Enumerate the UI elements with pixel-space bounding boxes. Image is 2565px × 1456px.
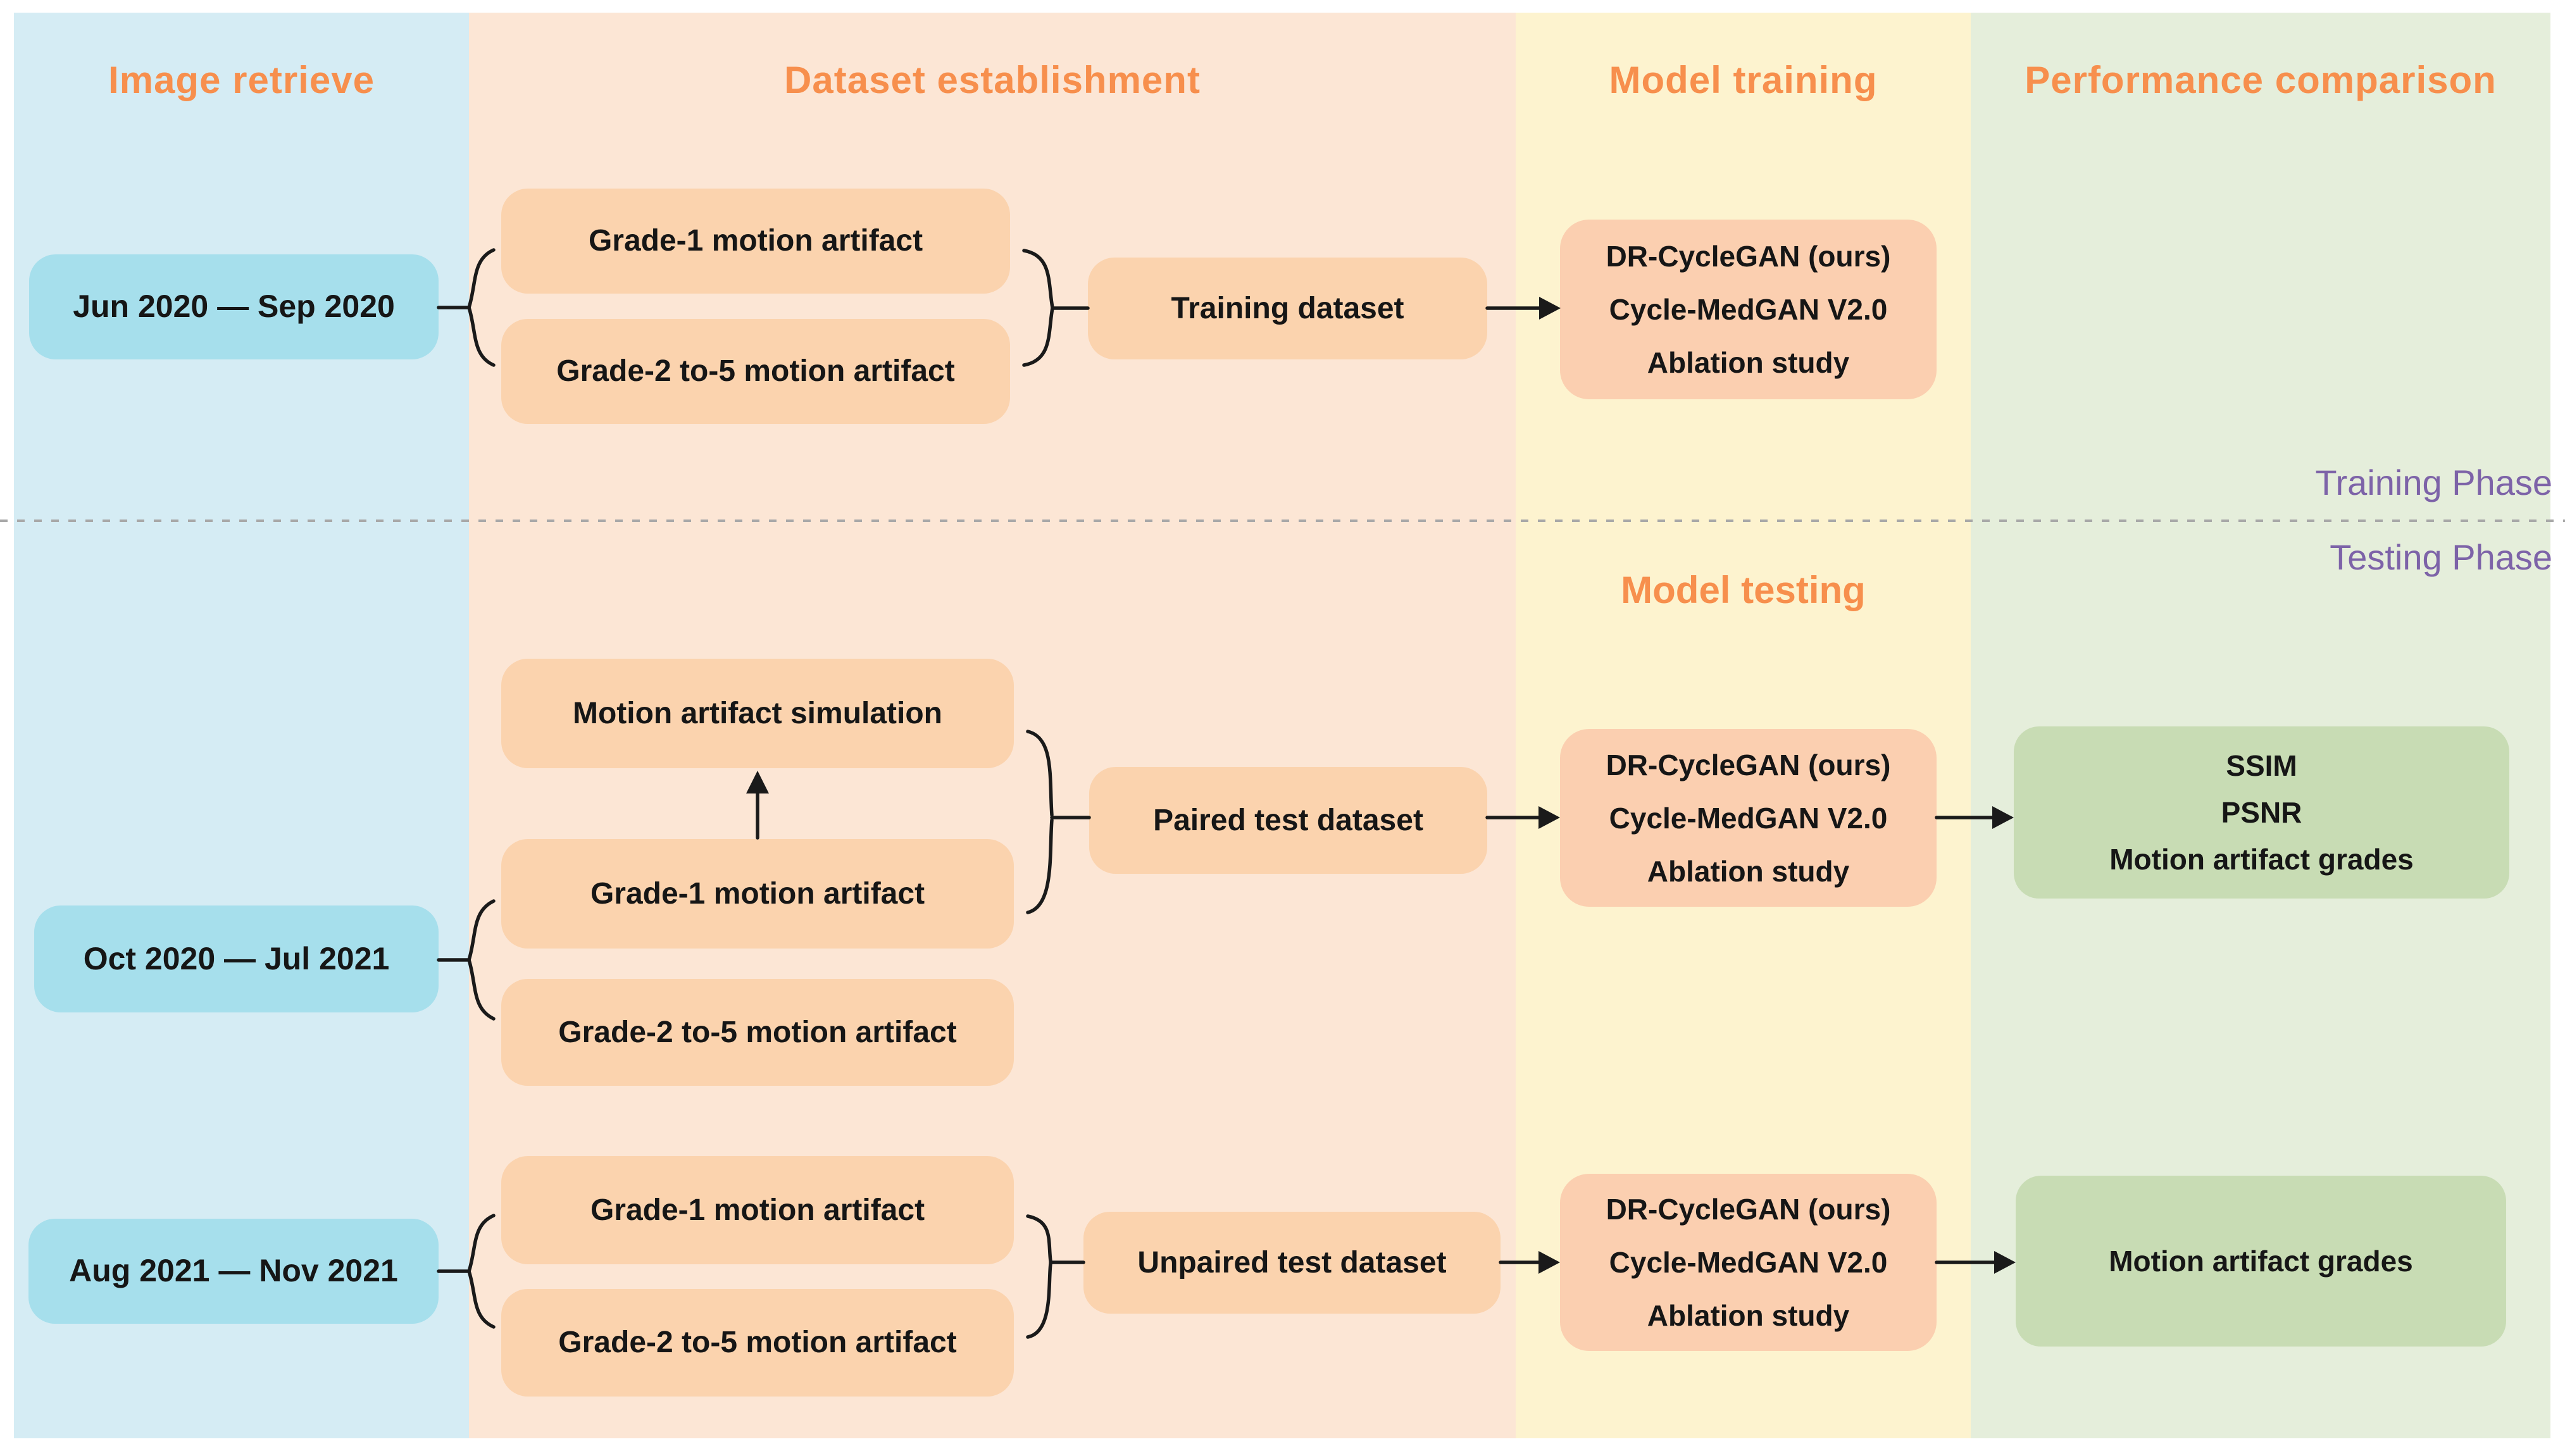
simulation-label: Motion artifact simulation (572, 696, 942, 730)
grade2-box-training: Grade-2 to-5 motion artifact (501, 319, 1010, 424)
grade1-label: Grade-1 motion artifact (588, 224, 923, 258)
model-testing-heading: Model testing (1621, 569, 1866, 611)
model-name: Cycle-MedGAN V2.0 (1609, 801, 1888, 835)
column-image-retrieve: Image retrieve (14, 13, 469, 1438)
metric-label: SSIM (2226, 749, 2297, 782)
model-name: DR-CycleGAN (ours) (1606, 240, 1891, 273)
grade2-box-paired: Grade-2 to-5 motion artifact (501, 979, 1014, 1086)
model-name: Cycle-MedGAN V2.0 (1609, 293, 1888, 326)
grade2-label: Grade-2 to-5 motion artifact (558, 1326, 957, 1360)
date-box-paired: Oct 2020 — Jul 2021 (34, 905, 439, 1012)
date-box-label: Aug 2021 — Nov 2021 (69, 1253, 398, 1289)
grade2-label: Grade-2 to-5 motion artifact (556, 354, 955, 389)
testing-phase-label: Testing Phase (2330, 537, 2552, 577)
column-header-image-retrieve: Image retrieve (108, 59, 375, 101)
metric-label: PSNR (2221, 796, 2302, 829)
grade1-box-training: Grade-1 motion artifact (501, 189, 1010, 294)
grade1-label: Grade-1 motion artifact (590, 876, 925, 911)
model-name: Ablation study (1647, 854, 1850, 888)
model-name: Ablation study (1647, 346, 1850, 379)
column-header-dataset-establishment: Dataset establishment (784, 59, 1201, 101)
unpaired-dataset-label: Unpaired test dataset (1137, 1245, 1447, 1279)
column-header-performance-comparison: Performance comparison (2025, 59, 2497, 101)
model-name: DR-CycleGAN (ours) (1606, 748, 1891, 781)
grade1-box-unpaired: Grade-1 motion artifact (501, 1156, 1014, 1264)
metric-label: Motion artifact grades (2109, 843, 2414, 876)
models-box-unpaired: DR-CycleGAN (ours) Cycle-MedGAN V2.0 Abl… (1560, 1174, 1937, 1351)
training-dataset-box: Training dataset (1088, 258, 1487, 359)
unpaired-test-dataset-box: Unpaired test dataset (1083, 1212, 1501, 1314)
grade2-label: Grade-2 to-5 motion artifact (558, 1015, 957, 1049)
column-header-model-training: Model training (1609, 59, 1878, 101)
date-box-label: Jun 2020 — Sep 2020 (73, 289, 395, 325)
grade2-box-unpaired: Grade-2 to-5 motion artifact (501, 1289, 1014, 1397)
training-phase-label: Training Phase (2315, 463, 2552, 502)
training-dataset-label: Training dataset (1171, 291, 1404, 325)
grade1-label: Grade-1 motion artifact (590, 1193, 925, 1227)
metrics-box-paired: SSIM PSNR Motion artifact grades (2014, 726, 2509, 899)
model-name: Cycle-MedGAN V2.0 (1609, 1246, 1888, 1279)
metrics-box-unpaired: Motion artifact grades (2016, 1176, 2506, 1347)
model-name: DR-CycleGAN (ours) (1606, 1193, 1891, 1226)
grade1-box-paired: Grade-1 motion artifact (501, 839, 1014, 949)
paired-test-dataset-box: Paired test dataset (1089, 767, 1487, 874)
metric-label: Motion artifact grades (2109, 1245, 2413, 1278)
paired-dataset-label: Paired test dataset (1153, 803, 1423, 837)
motion-artifact-simulation-box: Motion artifact simulation (501, 659, 1014, 768)
models-box-training: DR-CycleGAN (ours) Cycle-MedGAN V2.0 Abl… (1560, 220, 1937, 399)
date-box-training: Jun 2020 — Sep 2020 (29, 254, 439, 359)
model-name: Ablation study (1647, 1299, 1850, 1332)
date-box-label: Oct 2020 — Jul 2021 (83, 940, 390, 976)
date-box-unpaired: Aug 2021 — Nov 2021 (28, 1219, 439, 1324)
models-box-paired: DR-CycleGAN (ours) Cycle-MedGAN V2.0 Abl… (1560, 729, 1937, 907)
